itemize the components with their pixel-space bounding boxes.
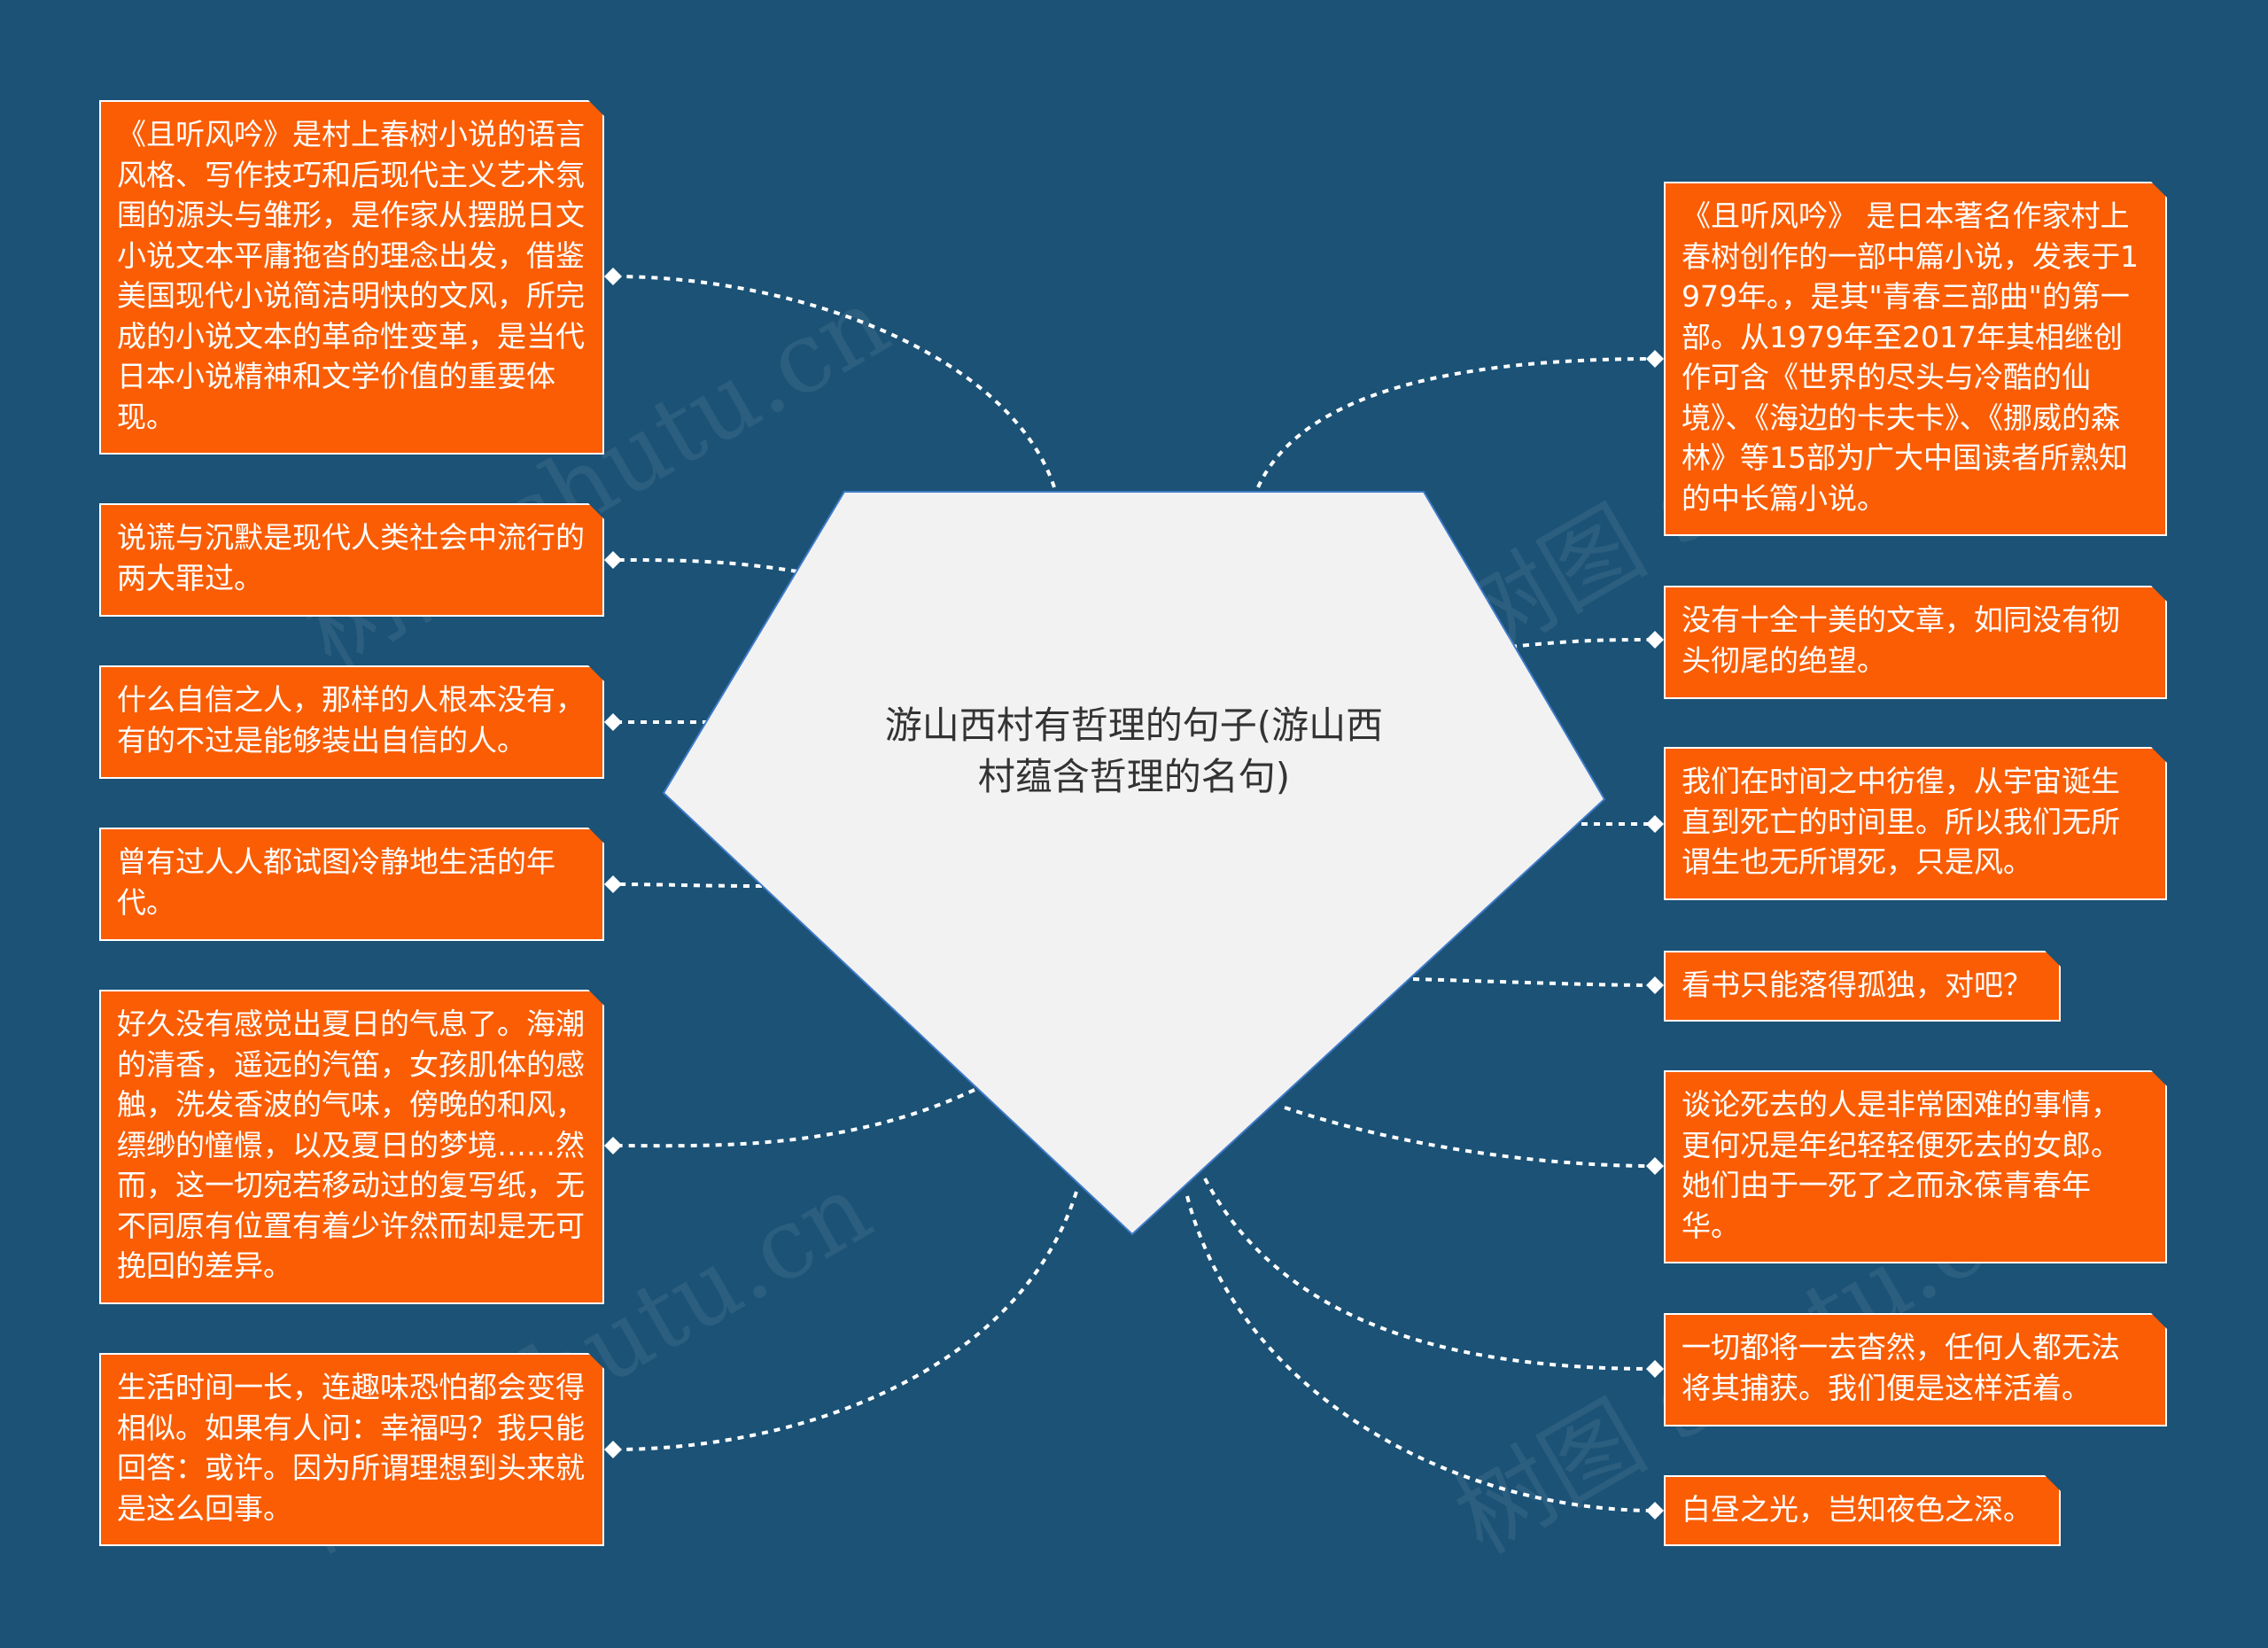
connector-right-2 [1510, 638, 1656, 649]
diamond-right-1 [1646, 350, 1664, 368]
topic-node-left-6[interactable]: 生活时间一长，连趣味恐怕都会变得相似。如果有人问：幸福吗？我只能回答：或许。因为… [99, 1353, 604, 1546]
diamond-left-1 [604, 268, 622, 285]
topic-node-right-4[interactable]: 看书只能落得孤独，对吧？ [1664, 951, 2061, 1022]
connector-right-7 [1185, 1195, 1656, 1512]
connector-right-6 [1203, 1178, 1656, 1371]
diamond-left-6 [604, 1441, 622, 1458]
connector-left-2 [612, 558, 798, 573]
diamond-right-7 [1646, 1502, 1664, 1520]
topic-node-right-6[interactable]: 一切都将一去杳然，任何人都无法将其捕获。我们便是这样活着。 [1664, 1313, 2167, 1426]
topic-node-right-5[interactable]: 谈论死去的人是非常困难的事情，更何况是年纪轻轻便死去的女郎。她们由于一死了之而永… [1664, 1070, 2167, 1263]
connectors [612, 275, 1656, 1512]
topic-node-left-5[interactable]: 好久没有感觉出夏日的气息了。海潮的清香，遥远的汽笛，女孩肌体的感触，洗发香波的气… [99, 990, 604, 1304]
diamond-right-4 [1646, 976, 1664, 994]
connector-left-1 [612, 275, 1056, 488]
diamond-right-3 [1646, 815, 1664, 833]
connector-end-markers [604, 268, 1664, 1520]
center-topic-title: 游山西村有哲理的句子(游山西村蕴含哲理的名句) [884, 704, 1384, 798]
diamond-right-5 [1646, 1157, 1664, 1175]
topic-node-right-7[interactable]: 白昼之光，岂知夜色之深。 [1664, 1475, 2061, 1546]
diamond-left-5 [604, 1137, 622, 1154]
topic-node-left-3[interactable]: 什么自信之人，那样的人根本没有，有的不过是能够装出自信的人。 [99, 665, 604, 779]
diamond-left-2 [604, 551, 622, 569]
connector-right-1 [1256, 357, 1656, 488]
connector-left-6 [612, 1191, 1078, 1451]
diamond-left-3 [604, 713, 622, 731]
diamond-right-6 [1646, 1360, 1664, 1378]
topic-node-left-1[interactable]: 《且听风吟》是村上春树小说的语言风格、写作技巧和后现代主义艺术氛围的源头与雏形，… [99, 100, 604, 455]
topic-node-right-2[interactable]: 没有十全十美的文章，如同没有彻头彻尾的绝望。 [1664, 586, 2167, 699]
topic-node-right-3[interactable]: 我们在时间之中彷徨，从宇宙诞生直到死亡的时间里。所以我们无所谓生也无所谓死，只是… [1664, 747, 2167, 900]
topic-node-left-4[interactable]: 曾有过人人都试图冷静地生活的年代。 [99, 828, 604, 941]
diamond-right-2 [1646, 631, 1664, 649]
diamond-left-4 [604, 875, 622, 893]
center-topic-shape[interactable] [662, 491, 1606, 1236]
connector-right-4 [1412, 977, 1656, 987]
topic-node-right-1[interactable]: 《且听风吟》 是日本著名作家村上春树创作的一部中篇小说，发表于1979年。，是其… [1664, 182, 2167, 536]
connector-left-4 [612, 882, 763, 888]
connector-left-5 [612, 1088, 975, 1148]
connector-right-5 [1284, 1106, 1656, 1168]
topic-node-left-2[interactable]: 说谎与沉默是现代人类社会中流行的两大罪过。 [99, 503, 604, 617]
